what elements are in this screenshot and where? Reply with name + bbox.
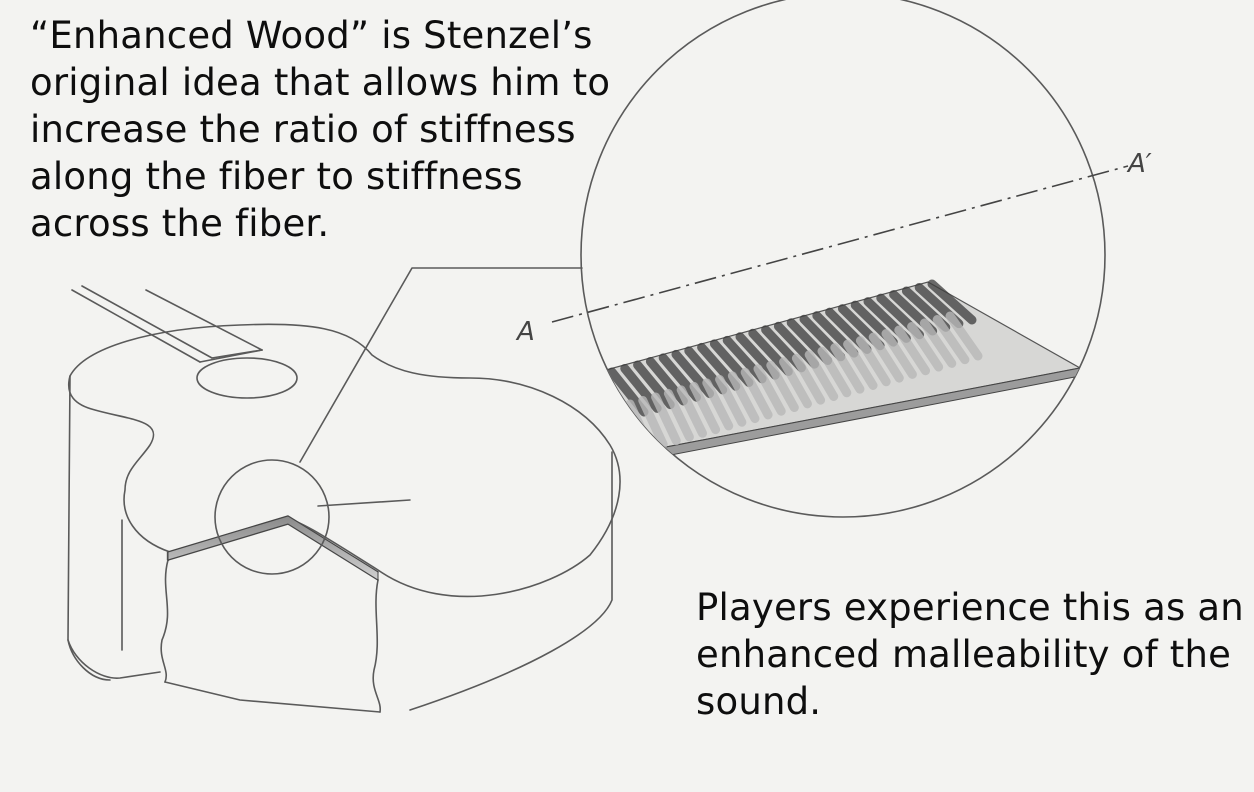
fiber-strip-light (663, 388, 694, 442)
fiber-strip-dark (607, 367, 649, 417)
fiber-strip-light (843, 339, 878, 390)
fiber-strip-light (779, 357, 812, 409)
fiber-strip-dark (927, 279, 977, 325)
fiber-strip-light (881, 329, 917, 379)
guitar-neck (71, 285, 263, 363)
caption-bottom: Players experience this as an enhanced m… (696, 586, 1244, 723)
fiber-strip-light (740, 367, 773, 420)
fiber-strip-light (651, 392, 681, 446)
fiber-strip-light (907, 322, 944, 372)
section-label-start: A (515, 317, 535, 347)
fiber-strip-light (894, 325, 931, 376)
fiber-strip-light (945, 311, 983, 361)
fiber-strip-light (676, 385, 707, 438)
magnifier-circle (580, 0, 1106, 518)
fiber-strip-light (830, 343, 865, 394)
fiber-strip-light (715, 374, 747, 427)
fiber-strip-light (919, 318, 957, 368)
laminate-edge (167, 515, 379, 581)
fiber-strip-light (817, 346, 852, 398)
fiber-detail (605, 279, 1082, 461)
fiber-strip-light (753, 364, 786, 416)
fiber-strip-light (766, 360, 799, 413)
fiber-strip-dark (620, 363, 662, 413)
detail-circle (214, 459, 330, 575)
section-line (551, 165, 1129, 323)
section-label-end: A′ (1126, 149, 1152, 179)
leader-lines (299, 267, 583, 507)
fiber-strip-light (855, 336, 891, 387)
fiber-strip-light (791, 353, 826, 405)
fiber-strip-dark (658, 353, 701, 402)
fiber-strip-dark (645, 356, 688, 406)
fiber-strip-light (702, 378, 734, 431)
guitar-body-sides (67, 375, 613, 711)
guitar-body-top (68, 323, 621, 598)
fiber-strip-light (638, 395, 668, 449)
fiber-strip-light (727, 371, 760, 424)
caption-top: “Enhanced Wood” is Stenzel’s original id… (30, 14, 611, 245)
fiber-strip-light (804, 350, 839, 401)
fiber-strip-light (689, 381, 721, 435)
fiber-strip-light (868, 332, 904, 383)
fiber-strip-dark (633, 360, 675, 410)
sound-hole (196, 357, 298, 399)
fiber-strip-light (932, 315, 970, 365)
